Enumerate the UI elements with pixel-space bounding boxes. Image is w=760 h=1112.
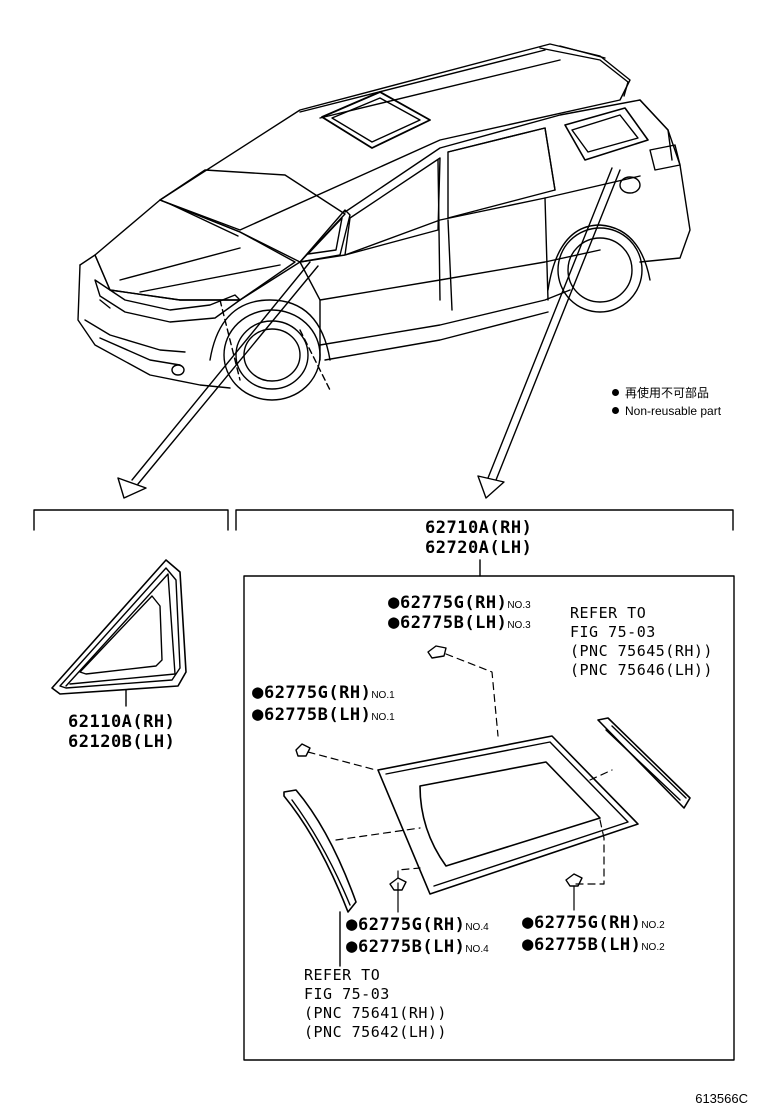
- pillar-moulding-drawing: [283, 789, 357, 967]
- clip-no2-rh: ●62775G(RH)NO.2: [522, 911, 665, 933]
- non-reusable-dot-icon: [612, 389, 619, 396]
- refer-lower-line2: FIG 75-03: [304, 985, 390, 1003]
- clip-no1-lh: ●62775B(LH)NO.1: [252, 703, 395, 725]
- clip-no4-lh: ●62775B(LH)NO.4: [346, 935, 489, 957]
- rear-quarter-glass-drawing: [377, 735, 639, 895]
- non-reusable-dot-icon: ●: [388, 611, 400, 633]
- refer-upper-line1: REFER TO: [570, 604, 647, 622]
- refer-upper-line4: (PNC 75646(LH)): [570, 661, 713, 679]
- non-reusable-dot-icon: ●: [346, 935, 358, 957]
- assembly-frame: [243, 575, 735, 1061]
- non-reusable-dot-icon: ●: [522, 911, 534, 933]
- front-quarter-window-drawing: [51, 559, 187, 707]
- refer-lower-line1: REFER TO: [304, 966, 381, 984]
- non-reusable-dot-icon: ●: [522, 933, 534, 955]
- clip-no2-lh: ●62775B(LH)NO.2: [522, 933, 665, 955]
- refer-upper-line3: (PNC 75645(RH)): [570, 642, 713, 660]
- part-number-62110A: 62110A(RH): [68, 712, 176, 732]
- clip-no4-rh: ●62775G(RH)NO.4: [346, 913, 489, 935]
- clip-leaders: [397, 885, 575, 913]
- section-brackets: [33, 509, 734, 577]
- non-reusable-dot-icon: ●: [252, 703, 264, 725]
- upper-moulding-drawing: [597, 717, 691, 809]
- leader-arrows: [117, 167, 621, 499]
- part-number-62720A: 62720A(LH): [425, 538, 533, 558]
- minivan-illustration: [77, 43, 691, 401]
- refer-lower-line3: (PNC 75641(RH)): [304, 1004, 447, 1022]
- clip-no3-lh: ●62775B(LH)NO.3: [388, 611, 531, 633]
- non-reusable-dot-icon: ●: [252, 681, 264, 703]
- non-reusable-dot-icon: [612, 407, 619, 414]
- non-reusable-dot-icon: ●: [346, 913, 358, 935]
- clip-no1-rh: ●62775G(RH)NO.1: [252, 681, 395, 703]
- refer-upper-line2: FIG 75-03: [570, 623, 656, 641]
- legend-japanese: 再使用不可部品: [612, 386, 709, 401]
- part-number-62710A: 62710A(RH): [425, 518, 533, 538]
- illustration-code: 613566C: [695, 1091, 748, 1106]
- part-number-62120B: 62120B(LH): [68, 732, 176, 752]
- dashed-leaders: [307, 653, 613, 891]
- refer-lower-line4: (PNC 75642(LH)): [304, 1023, 447, 1041]
- non-reusable-dot-icon: ●: [388, 591, 400, 613]
- clip-no3-rh: ●62775G(RH)NO.3: [388, 591, 531, 613]
- legend-english: Non-reusable part: [612, 404, 721, 419]
